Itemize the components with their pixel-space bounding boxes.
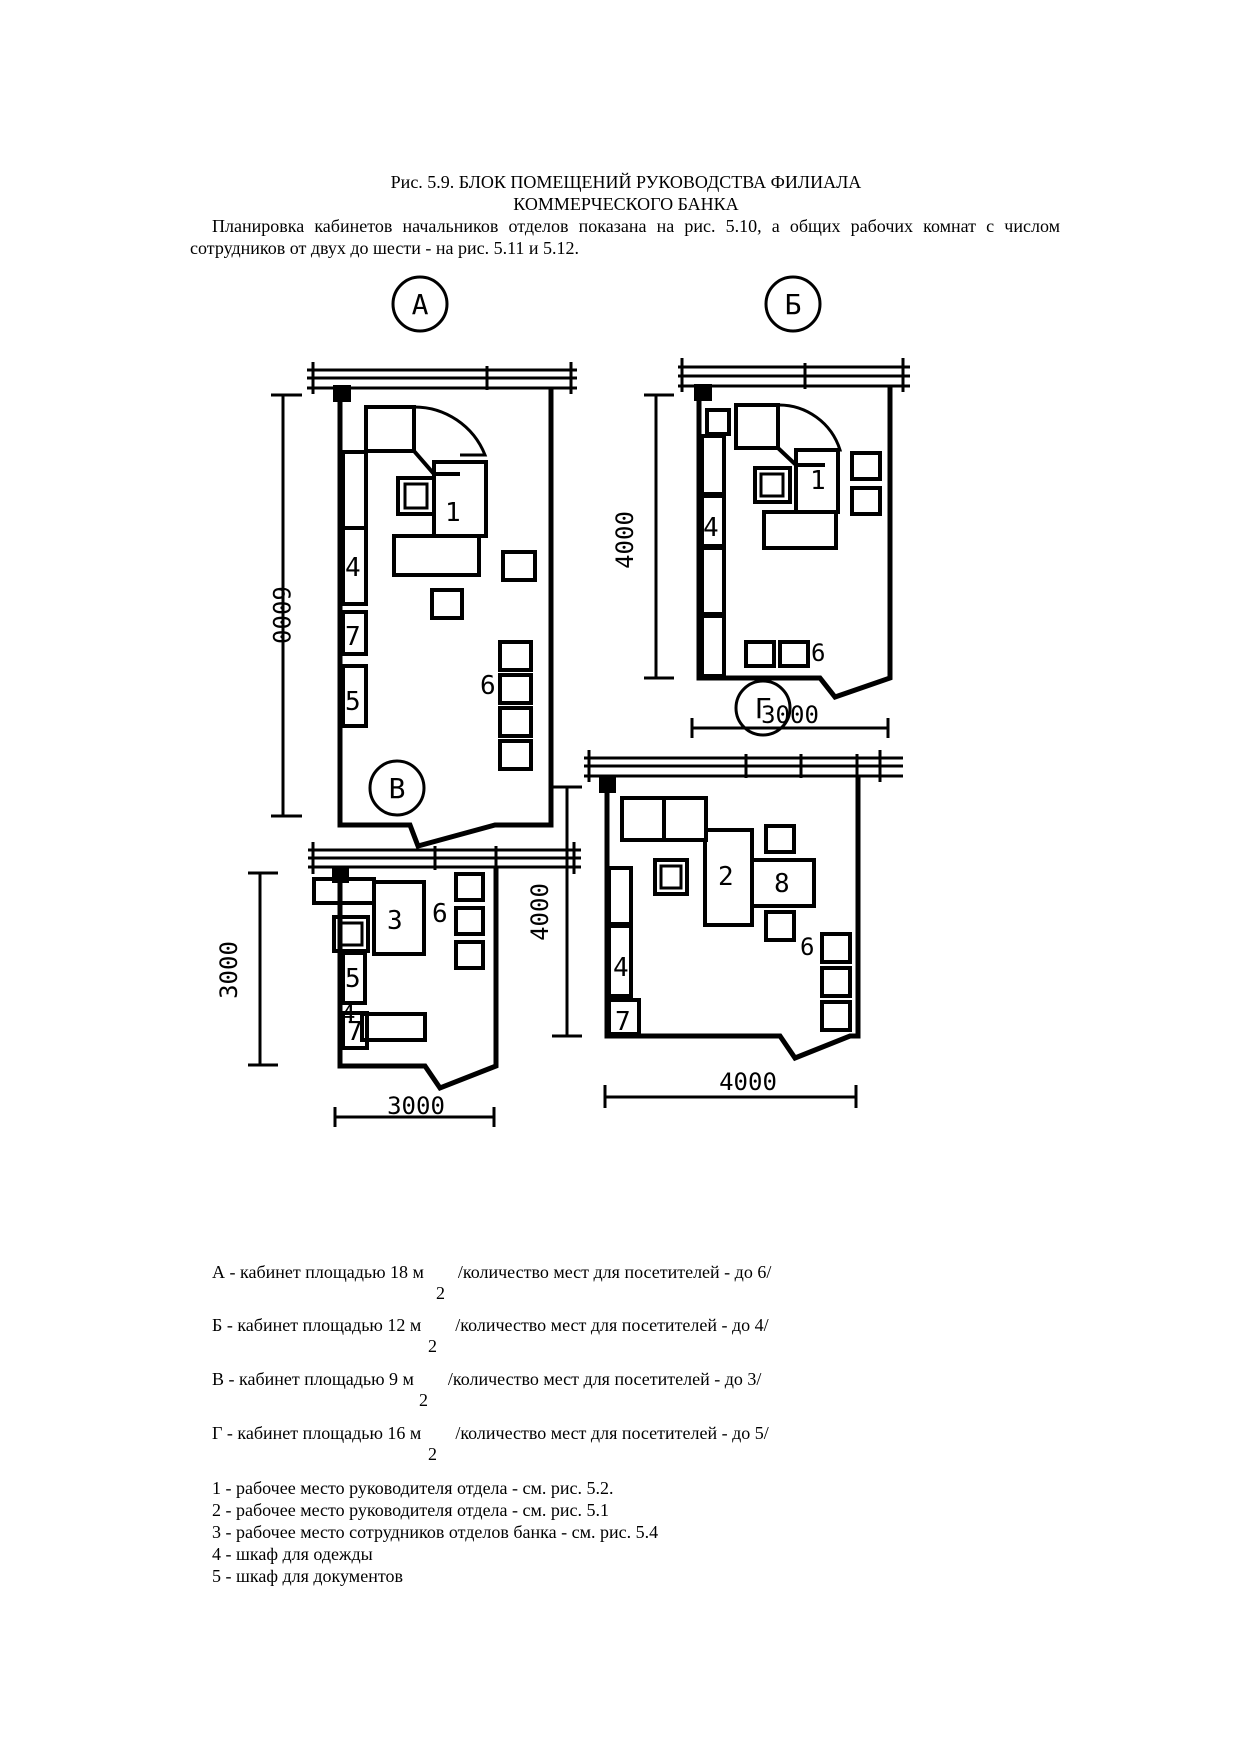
legend-item-4: 4 - шкаф для одежды bbox=[212, 1544, 373, 1564]
legend-area-b-prefix: Б - кабинет площадью 12 м bbox=[212, 1315, 422, 1335]
legend-area-v-suffix: /количество мест для посетителей - до 3/ bbox=[447, 1369, 762, 1389]
legend-area-v: В - кабинет площадью 9 м/количество мест… bbox=[212, 1368, 761, 1390]
plan-g-item-6: 6 bbox=[800, 933, 814, 961]
legend-area-g-superscript: 2 bbox=[428, 1444, 437, 1464]
legend-area-b-suffix: /количество мест для посетителей - до 4/ bbox=[455, 1315, 769, 1335]
plan-v-label-circle bbox=[368, 759, 426, 817]
plan-g-item-7: 7 bbox=[615, 1007, 631, 1037]
plan-v: В 3000 3000 3 6 5 7 4 bbox=[215, 759, 581, 1127]
legend-area-a-suffix: /количество мест для посетителей - до 6/ bbox=[457, 1262, 772, 1282]
plan-v-dimension-horizontal: 3000 bbox=[387, 1092, 445, 1120]
legend-item-1: 1 - рабочее место руководителя отдела - … bbox=[212, 1478, 614, 1498]
legend-area-g-suffix: /количество мест для посетителей - до 5/ bbox=[455, 1423, 769, 1443]
plan-g-dimension-horizontal: 4000 bbox=[719, 1068, 777, 1096]
plan-g-dimension-vertical: 4000 bbox=[526, 883, 554, 941]
plan-v-item-6: 6 bbox=[432, 899, 448, 929]
plan-v-item-3: 3 bbox=[387, 906, 403, 936]
legend-item-2: 2 - рабочее место руководителя отдела - … bbox=[212, 1500, 610, 1520]
legend-area-a-prefix: А - кабинет площадью 18 м bbox=[212, 1262, 424, 1282]
plan-g-label-circle bbox=[734, 679, 792, 737]
plan-g: Г 4000 4000 2 8 bbox=[526, 679, 903, 1108]
plan-a: А 6000 1 4 7 5 6 bbox=[267, 275, 577, 850]
plan-b-dimension-vertical: 4000 bbox=[611, 511, 639, 569]
plan-b: Б 4000 3000 1 4 bbox=[611, 275, 910, 738]
legend-area-b-superscript: 2 bbox=[428, 1336, 437, 1356]
legend-area-v-superscript: 2 bbox=[419, 1390, 428, 1410]
legend-area-g: Г - кабинет площадью 16 м/количество мес… bbox=[212, 1422, 769, 1444]
floor-plans-figure: А 6000 1 4 7 5 6 bbox=[215, 275, 910, 1127]
legend-area-b: Б - кабинет площадью 12 м/количество мес… bbox=[212, 1314, 769, 1336]
plan-a-dimension-vertical: 6000 bbox=[267, 586, 295, 644]
body-paragraph: Планировка кабинетов начальников отделов… bbox=[190, 216, 1060, 258]
plan-a-item-7: 7 bbox=[345, 622, 361, 652]
plan-a-label-circle bbox=[391, 275, 449, 333]
plan-g-item-4: 4 bbox=[613, 953, 629, 983]
plan-v-item-4: 4 bbox=[341, 1000, 355, 1028]
plan-g-label: Г bbox=[755, 692, 772, 725]
plan-a-item-1: 1 bbox=[445, 498, 461, 528]
figure-caption-line-1: Рис. 5.9. БЛОК ПОМЕЩЕНИЙ РУКОВОДСТВА ФИЛ… bbox=[390, 172, 862, 192]
plan-b-item-4: 4 bbox=[703, 513, 719, 543]
plan-g-item-2: 2 bbox=[718, 862, 734, 892]
plan-b-label: Б bbox=[785, 288, 802, 321]
plan-b-label-circle bbox=[764, 275, 822, 333]
plan-a-item-5: 5 bbox=[345, 687, 361, 717]
figure-caption-line-2: КОММЕРЧЕСКОГО БАНКА bbox=[513, 194, 739, 214]
plan-b-item-1: 1 bbox=[810, 466, 826, 496]
legend-area-v-prefix: В - кабинет площадью 9 м bbox=[212, 1369, 414, 1389]
plan-v-item-5: 5 bbox=[345, 964, 361, 994]
plan-v-item-7: 7 bbox=[347, 1017, 363, 1047]
plan-a-item-6: 6 bbox=[480, 671, 496, 701]
plan-v-dimension-vertical: 3000 bbox=[215, 941, 243, 999]
legend-area-g-prefix: Г - кабинет площадью 16 м bbox=[212, 1423, 422, 1443]
plan-v-label: В bbox=[389, 772, 406, 805]
plan-a-label: А bbox=[412, 288, 429, 321]
plan-a-item-4: 4 bbox=[345, 553, 361, 583]
plan-b-item-6: 6 bbox=[811, 639, 825, 667]
legend-item-5: 5 - шкаф для документов bbox=[212, 1566, 403, 1586]
plan-g-item-8: 8 bbox=[774, 869, 790, 899]
legend-item-3: 3 - рабочее место сотрудников отделов ба… bbox=[212, 1522, 659, 1542]
legend-area-a: А - кабинет площадью 18 м/количество мес… bbox=[212, 1261, 771, 1283]
legend-area-a-superscript: 2 bbox=[436, 1283, 445, 1303]
